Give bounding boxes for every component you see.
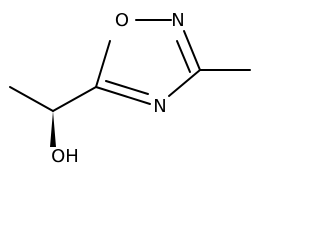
bond-n4-c5-inner <box>105 80 149 95</box>
bond-n2-c3 <box>183 30 201 71</box>
bond-c3-n4 <box>168 69 201 97</box>
ring-oxygen-label: O <box>115 10 129 31</box>
hydroxyl-label: OH <box>51 146 79 167</box>
molecule-structure: O N N OH <box>9 10 251 167</box>
bond-methyl-chiral <box>9 86 54 112</box>
bond-n4-c5 <box>95 86 151 105</box>
stereo-wedge-bond <box>50 111 56 147</box>
bond-n2-c3-inner <box>176 40 191 73</box>
bond-chiral-c5 <box>52 86 97 112</box>
ring-nitrogen-2-label: N <box>171 10 184 31</box>
bond-c5-o1 <box>95 40 111 88</box>
ring-nitrogen-4-label: N <box>153 96 166 117</box>
